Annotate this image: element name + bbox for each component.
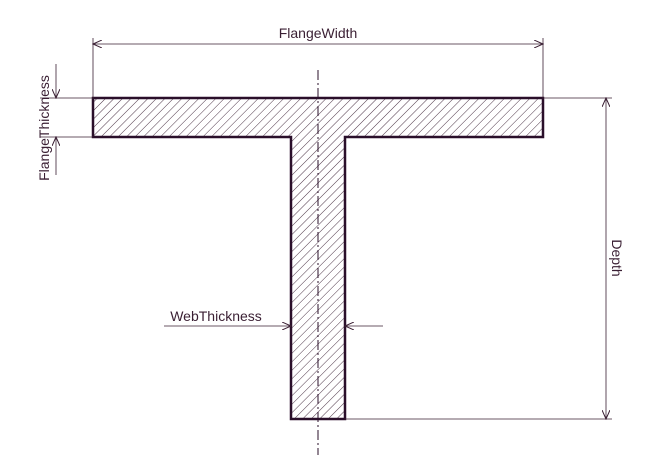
depth-label: Depth xyxy=(609,239,625,276)
flange-width-dimension: FlangeWidth xyxy=(93,25,543,98)
web-thickness-dimension: WebThickness xyxy=(164,308,383,326)
depth-dimension: Depth xyxy=(345,98,625,419)
web-thickness-label: WebThickness xyxy=(170,308,262,324)
flange-thickness-dimension: FlangeThickness xyxy=(36,64,93,181)
flange-thickness-label: FlangeThickness xyxy=(36,75,52,181)
flange-width-label: FlangeWidth xyxy=(279,25,358,41)
